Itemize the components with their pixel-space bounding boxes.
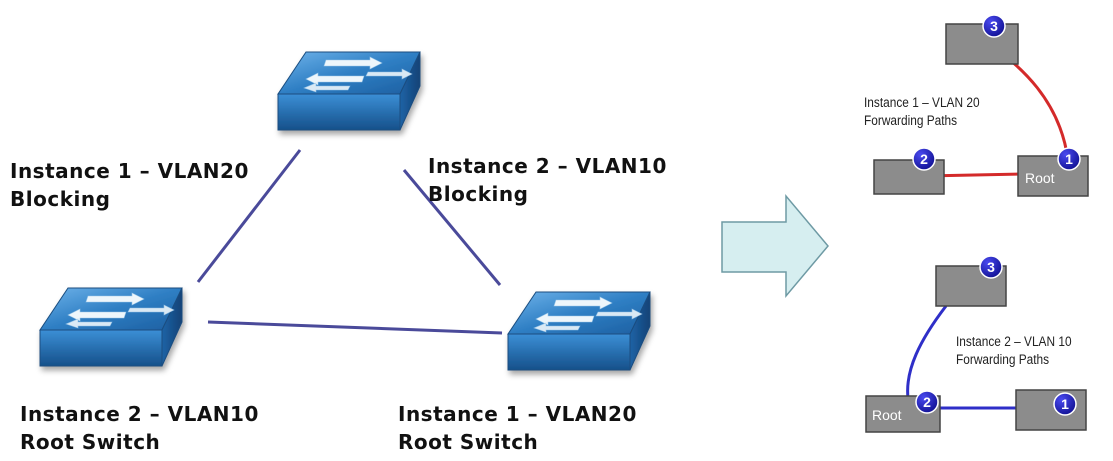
label-instance2-blocking: Instance 2 – VLAN10 Blocking (428, 152, 667, 208)
instance2-badge-1 (1053, 392, 1077, 416)
instance2-path-3-to-2 (906, 305, 948, 399)
instance2-badge-2-text: 2 (923, 394, 931, 410)
transition-arrow (721, 193, 829, 299)
link-top-to-left (196, 149, 302, 283)
switch-bottom-right (507, 291, 651, 371)
caption-line: Instance 1 – VLAN 20 (864, 95, 980, 110)
label-line: Root Switch (20, 430, 161, 454)
instance1-badge-3 (982, 14, 1006, 38)
instance2-node-1 (1015, 389, 1087, 431)
instance2-badge-3 (979, 255, 1003, 279)
label-instance2-root-switch: Instance 2 – VLAN10 Root Switch (20, 400, 259, 456)
link-left-to-right (207, 320, 503, 335)
caption-line: Forwarding Paths (956, 352, 1050, 367)
switch-top (277, 51, 421, 131)
instance2-root-label: Root (872, 407, 902, 423)
label-line: Root Switch (398, 430, 539, 454)
label-line: Instance 1 – VLAN20 (10, 159, 249, 183)
instance1-badge-1 (1057, 147, 1081, 171)
instance1-node-3 (945, 23, 1019, 65)
caption-line: Forwarding Paths (864, 113, 958, 128)
label-line: Blocking (428, 182, 529, 206)
instance1-node-root (1017, 155, 1089, 197)
label-instance1-root-switch: Instance 1 – VLAN20 Root Switch (398, 400, 637, 456)
instance1-caption: Instance 1 – VLAN 20 Forwarding Paths (864, 94, 980, 130)
instance1-badge-2-text: 2 (920, 151, 928, 167)
instance2-badge-2 (915, 390, 939, 414)
switch-bottom-left (39, 287, 183, 367)
caption-line: Instance 2 – VLAN 10 (956, 334, 1072, 349)
instance1-root-label: Root (1025, 170, 1055, 186)
instance1-badge-2 (912, 147, 936, 171)
instance2-caption: Instance 2 – VLAN 10 Forwarding Paths (956, 333, 1072, 369)
label-line: Instance 2 – VLAN10 (428, 154, 667, 178)
instance2-badge-3-text: 3 (987, 259, 995, 275)
label-instance1-blocking: Instance 1 – VLAN20 Blocking (10, 157, 249, 213)
instance1-badge-1-text: 1 (1065, 151, 1073, 167)
link-top-to-right (402, 169, 502, 286)
instance1-badge-3-text: 3 (990, 18, 998, 34)
label-line: Instance 2 – VLAN10 (20, 402, 259, 426)
label-line: Instance 1 – VLAN20 (398, 402, 637, 426)
label-line: Blocking (10, 187, 111, 211)
instance2-badge-1-text: 1 (1061, 396, 1069, 412)
